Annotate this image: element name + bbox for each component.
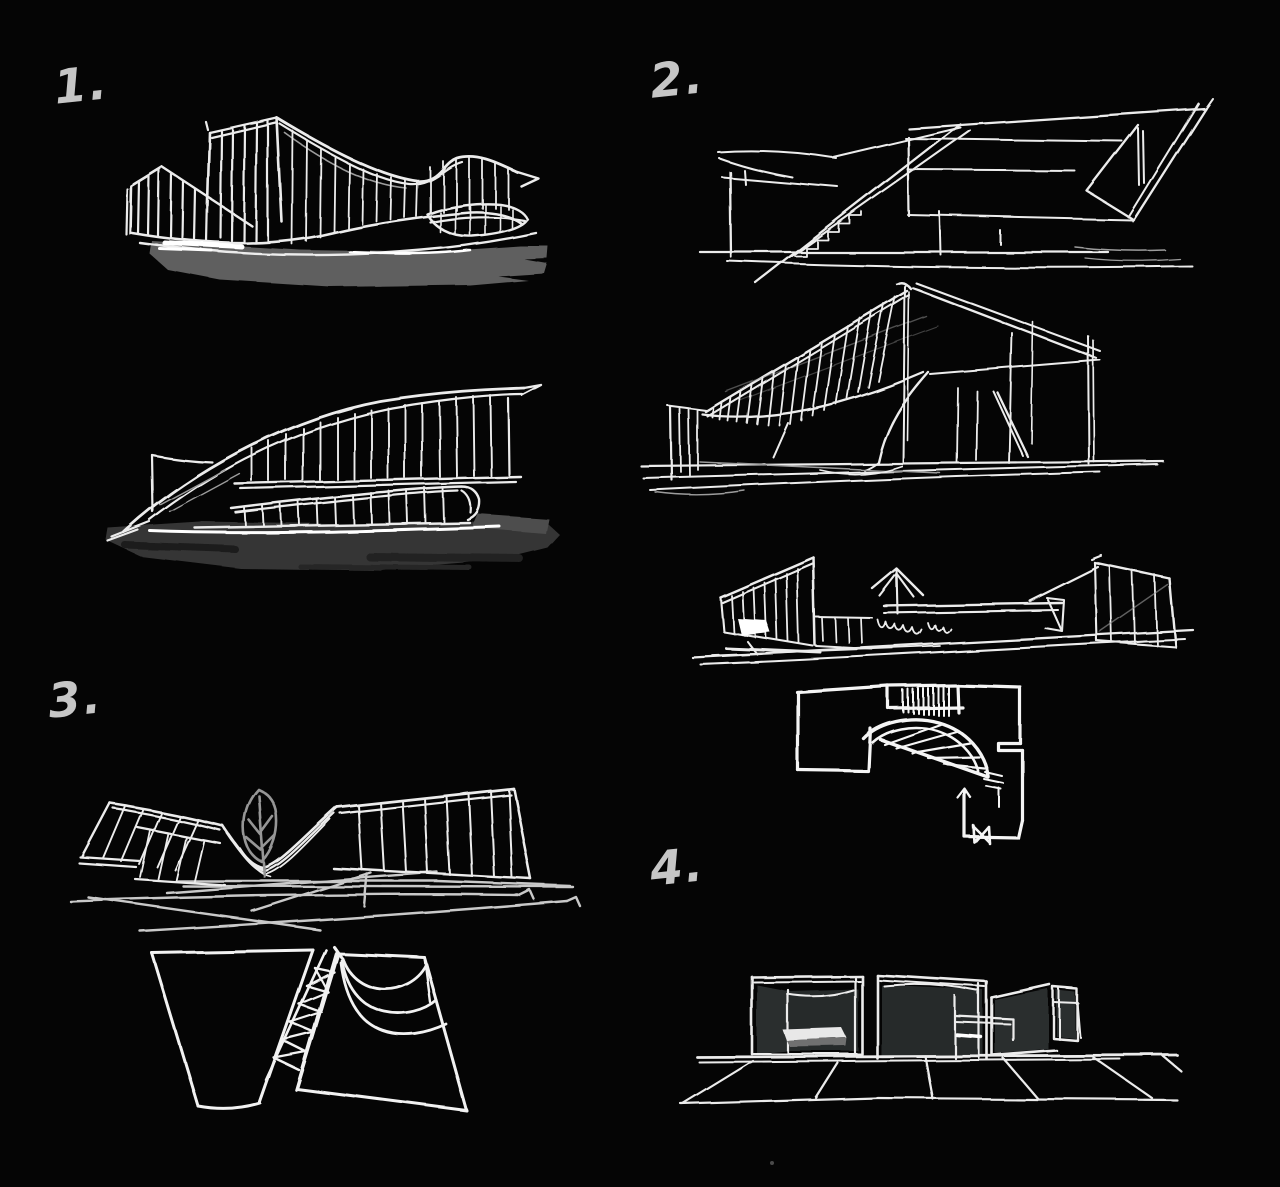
shadow-wedge xyxy=(472,514,549,534)
bench-side xyxy=(787,1038,847,1047)
wall-panel xyxy=(995,989,1048,1053)
sketch-1a-wave-roof-pavilion xyxy=(124,116,548,287)
door-symbol xyxy=(972,824,992,846)
sketch-1b-rising-sail-building xyxy=(106,383,560,571)
bench-shape xyxy=(783,1028,847,1041)
sketch-3a-leaf-valley-wings xyxy=(68,786,582,933)
sketch-2d-floor-plan xyxy=(795,683,1024,846)
ground-shadow-shape xyxy=(150,241,548,287)
ground-grid xyxy=(68,870,582,933)
stray-dot xyxy=(770,1161,774,1165)
leaf-icon xyxy=(242,787,279,879)
sketch-3b-trapezoid-truss-drapes xyxy=(150,945,469,1113)
sketch-4-modernist-pavilion xyxy=(679,973,1183,1106)
wall-panel xyxy=(757,985,788,1054)
wall-panel xyxy=(881,985,983,1058)
sketch-2b-hatched-wedge-building xyxy=(639,281,1165,496)
sketch-2a-angular-slab-building xyxy=(698,97,1213,285)
sketch-2c-long-low-pavilion xyxy=(690,554,1195,666)
highlight-blob xyxy=(737,618,770,635)
